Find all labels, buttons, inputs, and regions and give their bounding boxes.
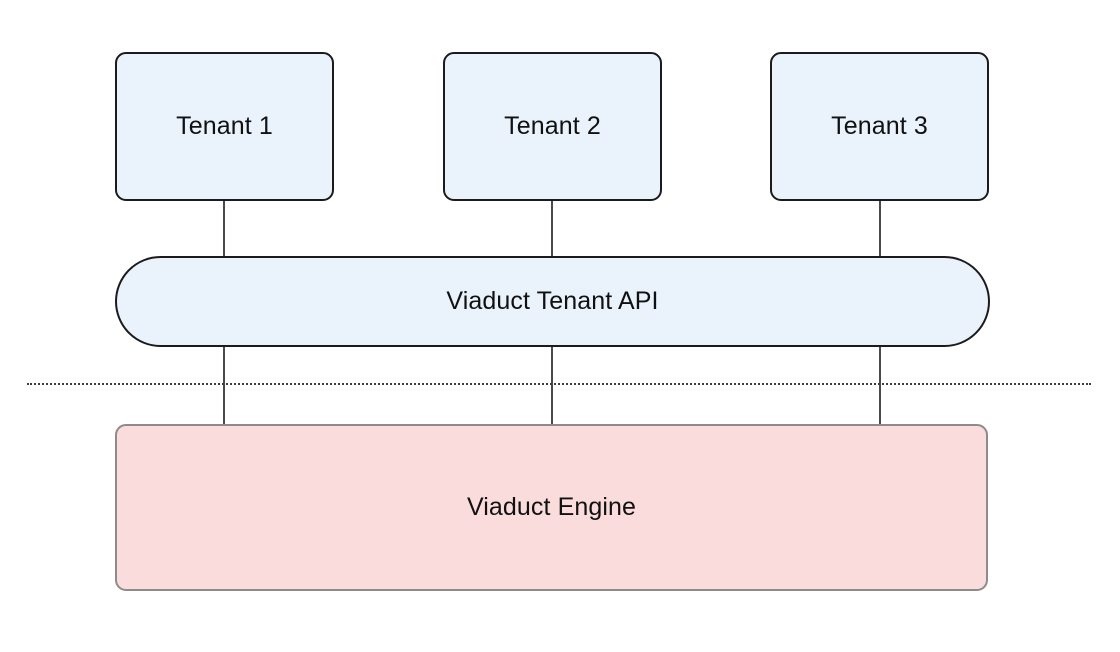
- node-tenant-2[interactable]: Tenant 2: [443, 52, 662, 201]
- connector-tenant3-to-api: [879, 198, 881, 260]
- connector-api-to-engine-center: [551, 343, 553, 427]
- connector-api-to-engine-left: [223, 343, 225, 427]
- node-tenant-1[interactable]: Tenant 1: [115, 52, 334, 201]
- boundary-dotted-line: [27, 383, 1091, 385]
- node-tenant-3[interactable]: Tenant 3: [770, 52, 989, 201]
- connector-tenant1-to-api: [223, 198, 225, 260]
- connector-tenant2-to-api: [551, 198, 553, 260]
- connector-api-to-engine-right: [879, 343, 881, 427]
- node-viaduct-engine[interactable]: Viaduct Engine: [115, 424, 988, 591]
- node-viaduct-tenant-api[interactable]: Viaduct Tenant API: [115, 256, 990, 347]
